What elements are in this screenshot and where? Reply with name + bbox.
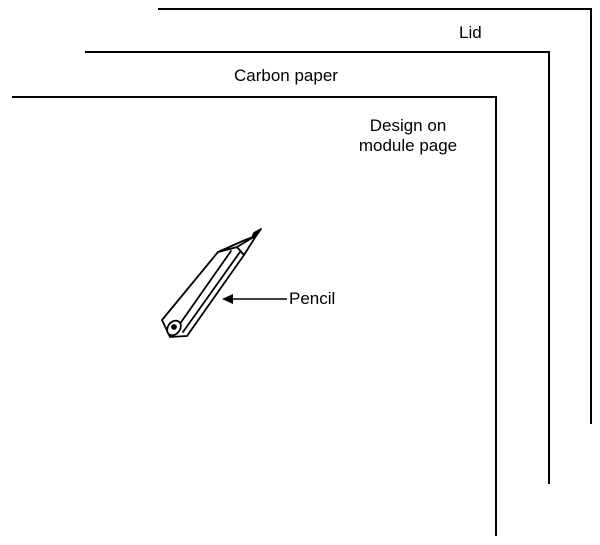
pencil-label: Pencil — [289, 289, 336, 308]
lid-sheet-edge — [158, 8, 592, 424]
pencil-pointer-arrow — [222, 294, 287, 304]
design-label-line-1: Design on — [369, 116, 447, 135]
lid-label: Lid — [459, 23, 482, 42]
module-page-sheet-edge — [12, 96, 497, 536]
carbon-paper-label: Carbon paper — [234, 66, 338, 85]
carbon-paper-sheet-edge — [85, 51, 550, 484]
design-label-line-2: module page — [358, 136, 458, 155]
design-on-module-page-label: Design on module page — [348, 116, 468, 156]
pencil-icon — [161, 228, 262, 338]
